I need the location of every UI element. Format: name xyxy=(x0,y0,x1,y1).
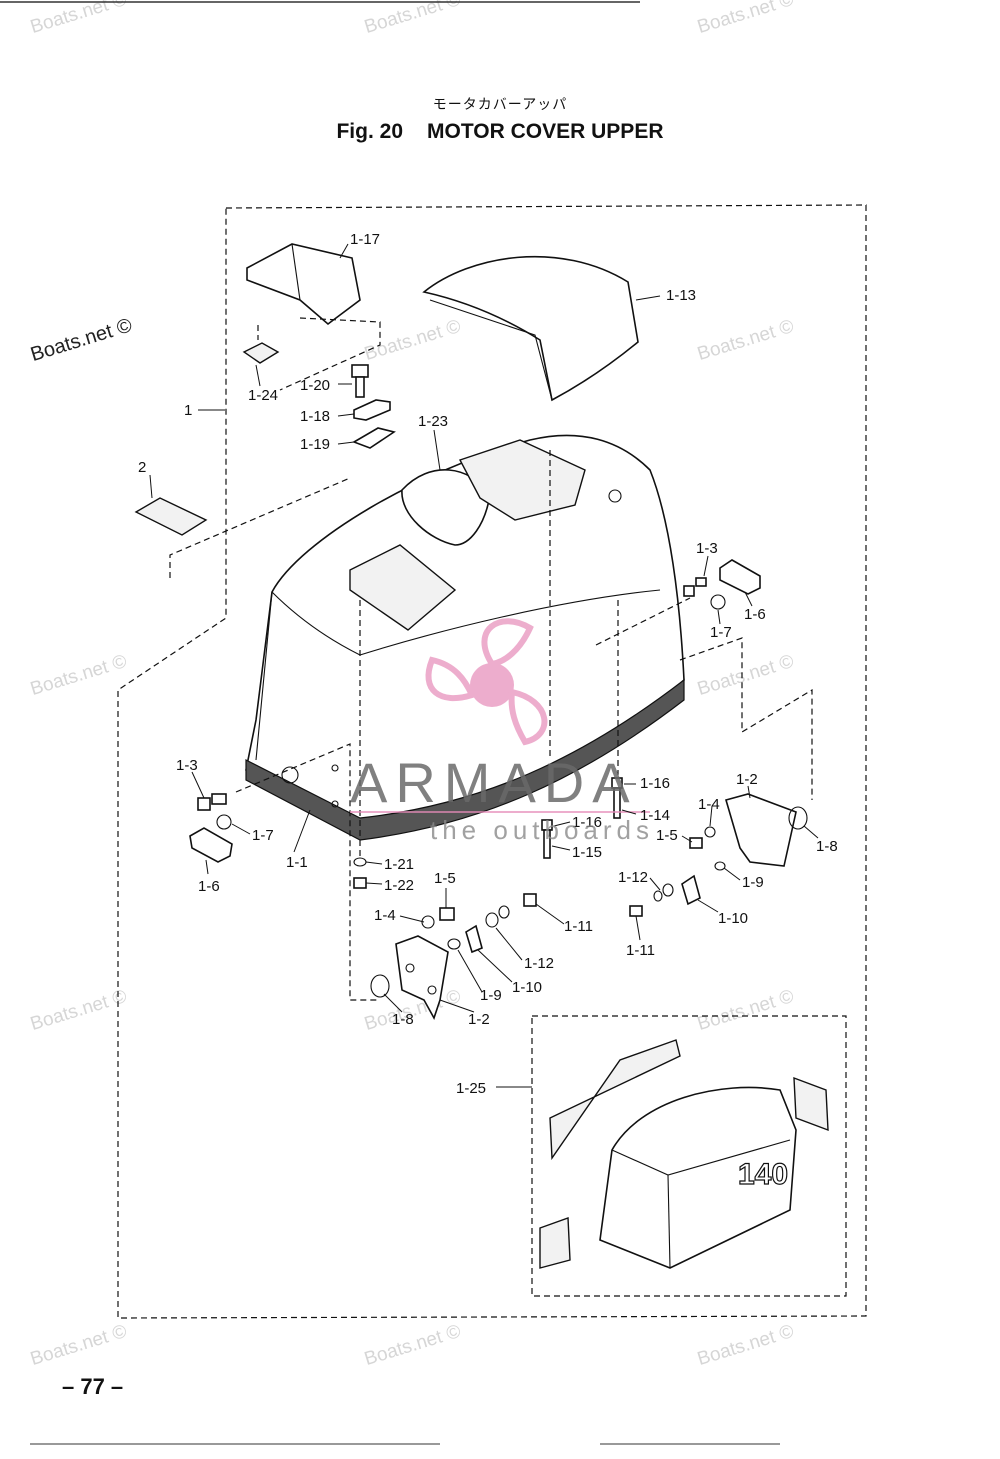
callout-1-11-right: 1-11 xyxy=(626,942,655,959)
fig-number: Fig. 20 xyxy=(336,120,404,143)
callout-1-9-right: 1-9 xyxy=(742,874,764,891)
callout-1-15: 1-15 xyxy=(572,844,602,861)
part-1-4-washer-right xyxy=(704,826,716,838)
callout-1-3-left: 1-3 xyxy=(176,757,198,774)
callout-1-4-right: 1-4 xyxy=(698,796,720,813)
page-number: – 77 – xyxy=(62,1374,124,1399)
callout-1-8-left: 1-8 xyxy=(392,1011,414,1028)
part-1-3-screw-left xyxy=(197,793,227,811)
armada-tagline: the outboards xyxy=(430,815,655,845)
part-1-11-screw-right xyxy=(629,905,643,917)
callout-1-19: 1-19 xyxy=(300,436,330,453)
item-2-boundary xyxy=(169,477,351,578)
callout-1-23: 1-23 xyxy=(418,413,448,430)
callout-1-12-left: 1-12 xyxy=(524,955,554,972)
part-1-15-stud xyxy=(541,819,553,859)
part-1-3-screw-right xyxy=(683,577,707,597)
part-1-12-washer-right xyxy=(662,883,674,897)
callout-1-1: 1-1 xyxy=(286,854,308,871)
part-1-7-oring-right xyxy=(710,594,726,610)
part-1-7-oring-left xyxy=(216,814,232,830)
part-1-22-nut xyxy=(353,877,367,889)
leader-dash xyxy=(235,743,380,1001)
callout-1-8-right: 1-8 xyxy=(816,838,838,855)
callout-1-21: 1-21 xyxy=(384,856,414,873)
decal-model-number: 140 xyxy=(738,1158,788,1191)
title-japanese: モータカバーアッパ xyxy=(432,97,568,113)
callout-1: 1 xyxy=(184,402,192,419)
armada-logo-icon xyxy=(425,618,548,746)
leader-dash xyxy=(595,597,813,800)
armada-brand: ARMADA xyxy=(350,751,638,814)
leader-dash xyxy=(549,450,619,775)
leader-dash xyxy=(257,317,381,391)
callout-1-12-right: 1-12 xyxy=(618,869,648,886)
part-1-12-washer-left xyxy=(485,912,499,928)
part-1-8-seal-left xyxy=(370,974,390,998)
callout-1-7-right: 1-7 xyxy=(710,624,732,641)
callout-1-16-upper: 1-16 xyxy=(640,775,670,792)
callout-labels: 1 2 1-17 1-13 1-24 1-20 1-18 1-19 1-23 1… xyxy=(138,231,838,1097)
callout-1-17: 1-17 xyxy=(350,231,380,248)
callout-1-5-right: 1-5 xyxy=(656,827,678,844)
part-1-5-nut-left xyxy=(439,907,455,921)
callout-1-6-right: 1-6 xyxy=(744,606,766,623)
callout-1-24: 1-24 xyxy=(248,387,278,404)
callout-1-7-left: 1-7 xyxy=(252,827,274,844)
callout-1-4-left: 1-4 xyxy=(374,907,396,924)
part-1-11-screw-left xyxy=(523,893,537,907)
part-1-17-cover-cap xyxy=(246,243,361,326)
callout-1-10-left: 1-10 xyxy=(512,979,542,996)
callout-1-2-left: 1-2 xyxy=(468,1011,490,1028)
part-1-13-top-cover xyxy=(422,255,639,402)
callout-1-20: 1-20 xyxy=(300,377,330,394)
part-1-25-decal-set-boundary xyxy=(531,1015,847,1297)
page-title: Fig. 20 MOTOR COVER UPPER xyxy=(0,120,1000,144)
callout-1-11-left: 1-11 xyxy=(564,918,593,935)
callout-1-5-left: 1-5 xyxy=(434,870,456,887)
part-1-6-handle-right xyxy=(719,559,761,595)
part-1-24-decal xyxy=(242,342,280,364)
callout-1-10-right: 1-10 xyxy=(718,910,748,927)
part-1-8-seal-right xyxy=(788,806,808,830)
callout-1-22: 1-22 xyxy=(384,877,414,894)
assembly-boundary xyxy=(117,204,867,1319)
part-1-1-motor-cover xyxy=(245,434,685,841)
callout-1-6-left: 1-6 xyxy=(198,878,220,895)
part-1-18-latch xyxy=(353,399,391,421)
callout-2: 2 xyxy=(138,459,146,476)
part-1-25-decal-set: 140 xyxy=(539,1039,829,1269)
part-1-9-spacer-left xyxy=(447,938,461,950)
callout-1-18: 1-18 xyxy=(300,408,330,425)
callout-leaders xyxy=(149,243,819,1088)
callout-1-16-lower: 1-16 xyxy=(572,814,602,831)
part-1-14-stud xyxy=(611,777,623,819)
fig-title: MOTOR COVER UPPER xyxy=(427,120,664,143)
part-1-6-handle-left xyxy=(189,827,233,863)
callout-1-13: 1-13 xyxy=(666,287,696,304)
part-1-2-bracket-left xyxy=(395,935,449,1020)
part-1-10-clip-right xyxy=(681,874,701,906)
part-1-19-plate xyxy=(352,427,396,449)
part-1-21-washer xyxy=(353,857,367,867)
callout-1-2-right: 1-2 xyxy=(736,771,758,788)
callout-1-14: 1-14 xyxy=(640,807,670,824)
callout-1-25: 1-25 xyxy=(456,1080,486,1097)
part-1-5-nut-right xyxy=(689,837,703,849)
part-1-2-bracket-right xyxy=(725,793,797,867)
part-1-10-clip-left xyxy=(465,924,483,954)
part-2-decal xyxy=(134,497,208,536)
callout-1-3-right: 1-3 xyxy=(696,540,718,557)
part-1-9-spacer-right xyxy=(714,861,726,871)
part-1-20-bolt xyxy=(351,364,369,398)
callout-1-9-left: 1-9 xyxy=(480,987,502,1004)
